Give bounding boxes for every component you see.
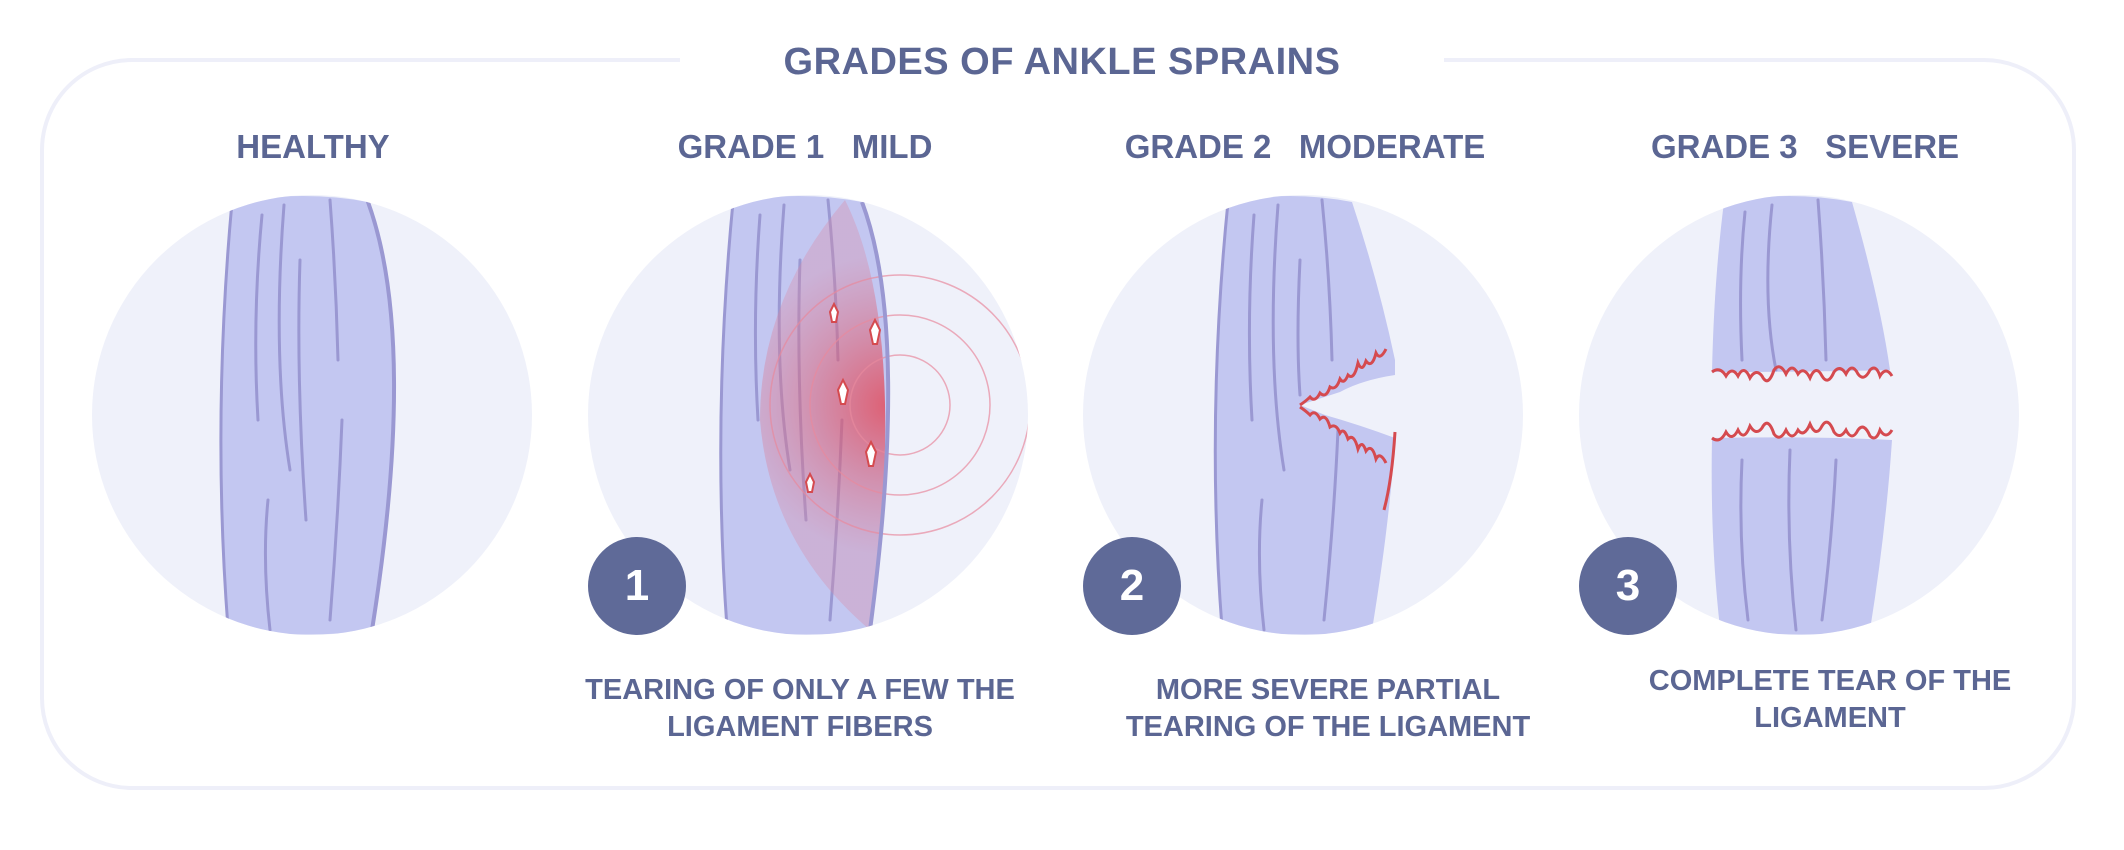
grade-3-caption-line-1: COMPLETE TEAR OF THE	[1648, 665, 2012, 697]
grade-3-tear-lower	[1711, 420, 1894, 442]
healthy-fibers	[219, 198, 397, 632]
grade-1-bruise	[760, 200, 886, 630]
grade-3-ligament-upper	[1712, 196, 1890, 372]
grade-3-ligament-lower	[1711, 437, 1892, 635]
grade-1-micro-tears	[804, 301, 882, 493]
page-title: GRADES OF ANKLE SPRAINS	[680, 34, 1444, 90]
grade-2-caption: MORE SEVERE PARTIAL TEARING OF THE LIGAM…	[1078, 672, 1578, 746]
grade-1-caption-line-1: TEARING OF ONLY A FEW THE	[585, 674, 1015, 706]
grade-3-badge: 3	[1579, 537, 1677, 635]
grade-2-tear-upper	[1299, 348, 1388, 407]
grade-3-caption-line-2: LIGAMENT	[1754, 702, 1906, 734]
grade-3-tear-upper	[1711, 365, 1894, 383]
panel-title-healthy: HEALTHY	[236, 128, 390, 165]
healthy-ligament	[220, 196, 395, 635]
grade-3-caption: COMPLETE TEAR OF THE LIGAMENT	[1580, 663, 2080, 737]
panel-title-grade-2: GRADE 2 MODERATE	[1124, 128, 1486, 165]
panel-title-grade-1: GRADE 1 MILD	[677, 128, 933, 165]
grade-2-caption-line-1: MORE SEVERE PARTIAL	[1155, 674, 1501, 706]
grade-1-illustration	[588, 195, 1028, 635]
grade-2-illustration	[1083, 195, 1523, 635]
grade-1-caption-line-2: LIGAMENT FIBERS	[667, 711, 933, 743]
grade-3-illustration	[1579, 195, 2019, 635]
panel-title-grade-3: GRADE 3 SEVERE	[1650, 128, 1960, 165]
grade-2-badge: 2	[1083, 537, 1181, 635]
grade-2-caption-line-2: TEARING OF THE LIGAMENT	[1125, 711, 1531, 743]
grade-3-circle	[1579, 195, 2019, 635]
healthy-illustration	[92, 195, 532, 635]
grade-2-tear-lower	[1299, 405, 1388, 464]
grade-1-caption: TEARING OF ONLY A FEW THE LIGAMENT FIBER…	[550, 672, 1050, 746]
grade-1-badge: 1	[588, 537, 686, 635]
